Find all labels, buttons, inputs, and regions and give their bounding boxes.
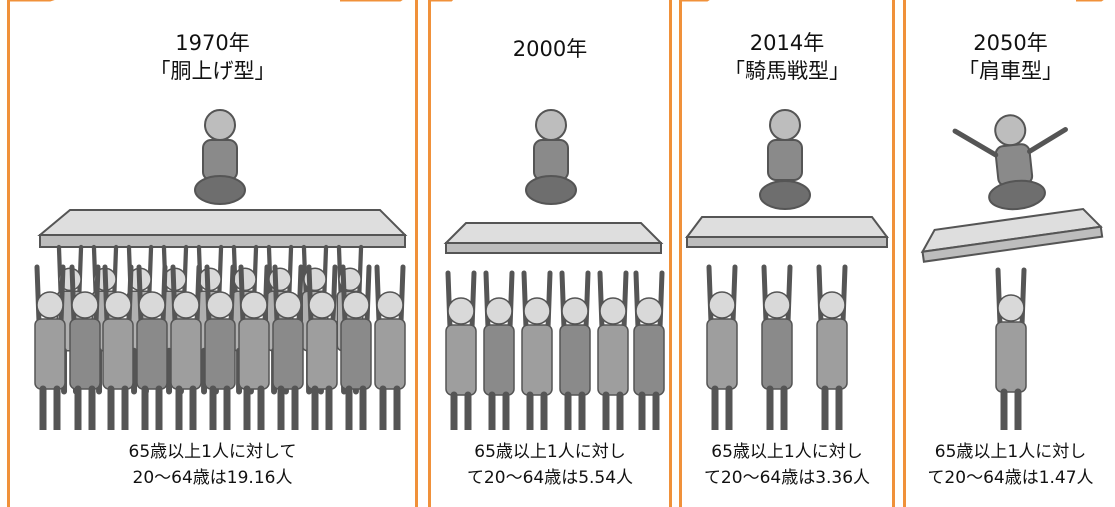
table — [37, 209, 408, 248]
caption-line1: 65歳以上1人に対して — [128, 442, 297, 462]
year-label: 2050年 — [973, 31, 1048, 55]
supporter-figure — [816, 264, 848, 430]
shape-label: 「騎馬戦型」 — [724, 59, 850, 83]
panel-2014: 2014年 「騎馬戦型」 65歳以上1人に対し て20〜64歳は3.36人 — [679, 0, 895, 507]
supporter-figure — [559, 270, 591, 430]
supporter-figure — [69, 264, 101, 430]
panel-2050: 2050年 「肩車型」 65歳以上1人に対し て20〜64歳は1.47人 — [903, 0, 1115, 507]
supporter-crowd — [34, 244, 406, 430]
supporter-figure — [170, 264, 202, 430]
table — [443, 222, 664, 254]
supporter-crowd — [995, 267, 1027, 430]
illustration-1970 — [34, 109, 408, 430]
supporter-crowd — [706, 264, 848, 430]
elder-figure — [525, 109, 577, 205]
supporter-figure — [102, 264, 134, 430]
illustration-2000 — [443, 109, 665, 430]
caption-line2: て20〜64歳は5.54人 — [466, 468, 634, 488]
supporter-figure — [995, 267, 1027, 430]
speech-tail — [431, 0, 454, 2]
supporter-figure — [483, 270, 515, 430]
caption-line2: て20〜64歳は3.36人 — [703, 468, 871, 488]
year-label: 2014年 — [749, 31, 825, 55]
table — [920, 207, 1104, 263]
supporter-figure — [340, 264, 372, 430]
supporter-figure — [521, 270, 553, 430]
supporter-figure — [204, 264, 236, 430]
shape-label: 「胴上げ型」 — [149, 59, 276, 83]
supporter-figure — [238, 264, 270, 430]
caption-line2: 20〜64歳は19.16人 — [132, 468, 293, 488]
supporter-figure — [597, 270, 629, 430]
panel-2000: 2000年 65歳以上1人に対し て20〜64歳は5.54人 — [428, 0, 672, 507]
elder-figure — [952, 114, 1068, 211]
supporter-figure — [272, 264, 304, 430]
supporter-figure — [34, 264, 66, 430]
table — [685, 216, 889, 248]
shape-label: 「肩車型」 — [958, 59, 1063, 83]
elder-figure — [759, 109, 811, 210]
illustration-2050 — [920, 114, 1104, 430]
supporter-figure — [633, 270, 665, 430]
supporter-crowd — [445, 270, 665, 430]
caption-line1: 65歳以上1人に対し — [934, 442, 1087, 462]
supporter-figure — [706, 264, 738, 430]
panel-1970: 1970年 「胴上げ型」 65歳以上1人に対して 20〜64歳は19.16人 — [7, 0, 418, 507]
supporter-figure — [306, 264, 338, 430]
elder-figure — [194, 109, 246, 205]
supporter-figure — [136, 264, 168, 430]
year-label: 1970年 — [175, 31, 250, 55]
caption-line1: 65歳以上1人に対し — [474, 442, 626, 462]
illustration-2014 — [685, 109, 889, 430]
caption-line2: て20〜64歳は1.47人 — [927, 468, 1094, 488]
supporter-figure — [761, 264, 793, 430]
year-label: 2000年 — [512, 37, 588, 61]
supporter-figure — [445, 270, 477, 430]
supporter-figure — [374, 264, 406, 430]
caption-line1: 65歳以上1人に対し — [711, 442, 863, 462]
